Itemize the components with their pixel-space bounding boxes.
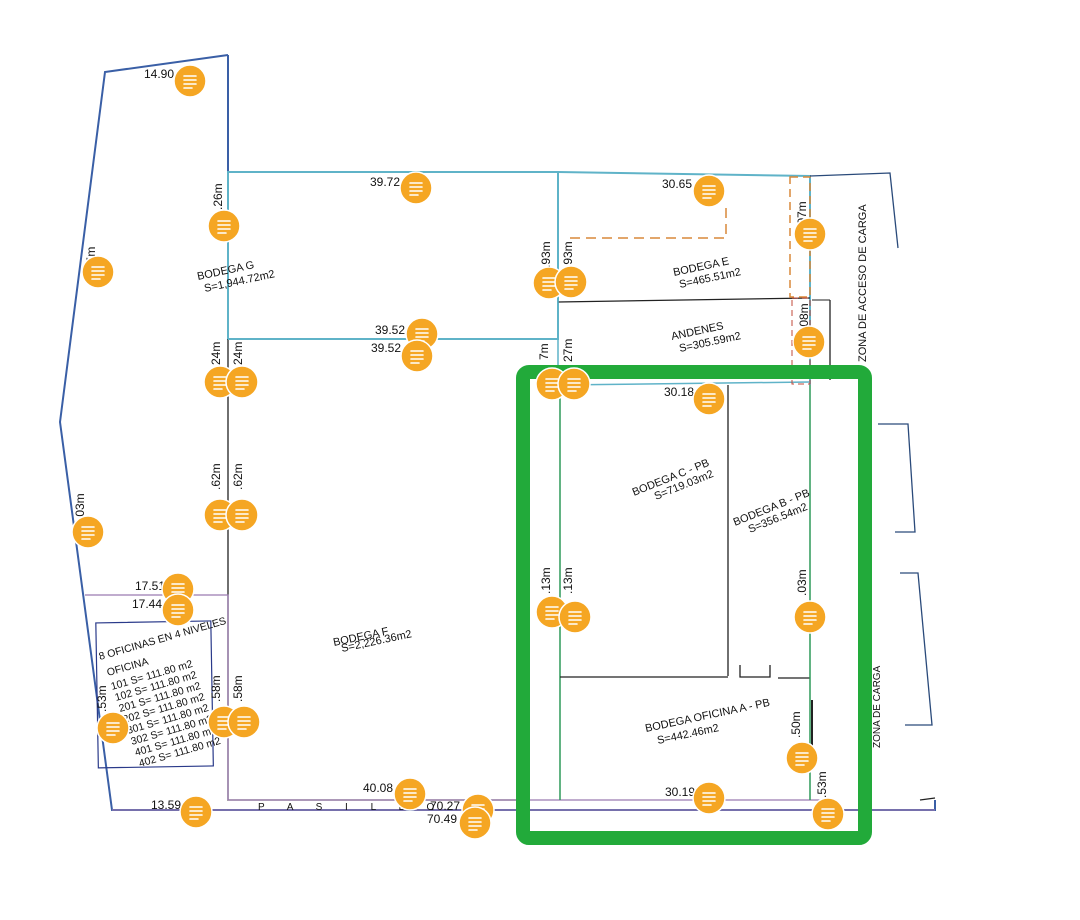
comment-note-icon[interactable] (207, 209, 241, 243)
comment-note-icon[interactable] (161, 593, 195, 627)
comment-note-icon[interactable] (692, 781, 726, 815)
comment-note-icon[interactable] (793, 600, 827, 634)
comment-note-icon[interactable] (792, 325, 826, 359)
dim-ofi-top2: 17.44 (132, 597, 162, 611)
dim-mid-b: .93m (561, 241, 575, 268)
dim-f-side-a: .62m (209, 463, 223, 490)
dim-ofi-top: 17.51 (135, 579, 165, 593)
dim-c-left-b: .13m (561, 567, 575, 594)
comment-note-icon[interactable] (393, 777, 427, 811)
comment-note-icon[interactable] (785, 741, 819, 775)
dim-f-side-b: .62m (231, 463, 245, 490)
comment-note-icon[interactable] (179, 795, 213, 829)
dim-g-top: 39.72 (370, 175, 400, 189)
dim-top-left: 14.90 (144, 67, 174, 81)
comment-note-icon[interactable] (225, 498, 259, 532)
dim-pasillo-a: 70.27 (430, 799, 460, 813)
comment-note-icon[interactable] (692, 382, 726, 416)
dim-g-bottom: 39.52 (375, 323, 405, 337)
bodega-f-outline (227, 339, 520, 801)
carga-bracket-1 (878, 423, 916, 533)
bodega-a-notch (739, 665, 771, 678)
dim-pasillo-b: 70.49 (427, 812, 457, 826)
comment-note-icon[interactable] (96, 711, 130, 745)
dim-mid-a: .93m (539, 241, 553, 268)
dim-col-b: 24m (231, 342, 245, 365)
dim-col-c: 7m (537, 343, 551, 360)
carga-bracket-2 (900, 572, 933, 726)
label-pasillo: P A S I L L O (258, 802, 444, 813)
site-boundary (58, 54, 936, 811)
dim-e-top: 30.65 (662, 177, 692, 191)
bodega-e-divider (557, 297, 811, 303)
dim-ofi-left: .53m (95, 685, 109, 712)
comment-note-icon[interactable] (793, 217, 827, 251)
comment-note-icon[interactable] (692, 174, 726, 208)
dim-ofi-bottom: 13.59 (151, 798, 181, 812)
dim-left-lower: .03m (73, 493, 87, 520)
comment-note-icon[interactable] (81, 255, 115, 289)
comment-note-icon[interactable] (71, 515, 105, 549)
dim-f-top: 39.52 (371, 341, 401, 355)
comment-note-icon[interactable] (400, 339, 434, 373)
orange-dashed-line (570, 208, 727, 239)
carga-tick-c (919, 797, 936, 801)
dim-a-bottom: 30.19 (665, 785, 695, 799)
dim-andenes-right: .08m (797, 303, 811, 330)
dim-f-low-a: .58m (209, 675, 223, 702)
dim-corner: .53m (815, 771, 829, 798)
dim-f-bottom: 40.08 (363, 781, 393, 795)
comment-note-icon[interactable] (554, 265, 588, 299)
comment-note-icon[interactable] (811, 797, 845, 831)
dim-b-right: .03m (795, 569, 809, 596)
dim-c-left-a: .13m (539, 567, 553, 594)
comment-note-icon[interactable] (227, 705, 261, 739)
dim-col-d: 27m (561, 339, 575, 362)
dim-a-right: .50m (789, 711, 803, 738)
dim-c-top: 30.18 (664, 385, 694, 399)
dim-col-a: 24m (209, 342, 223, 365)
comment-note-icon[interactable] (458, 806, 492, 840)
comment-note-icon[interactable] (557, 367, 591, 401)
label-carga-zone-2: ZONA DE CARGA (872, 665, 883, 748)
carga-zone-edge (809, 172, 899, 249)
highlight-frame (516, 365, 872, 845)
dim-f-low-b: .58m (231, 675, 245, 702)
dim-g-side: .26m (211, 183, 225, 210)
offices-table-box (95, 620, 214, 769)
comment-note-icon[interactable] (173, 64, 207, 98)
label-carga-zone: ZONA DE ACCESO DE CARGA (857, 204, 869, 362)
comment-note-icon[interactable] (225, 365, 259, 399)
comment-note-icon[interactable] (399, 171, 433, 205)
andenes-bottom (557, 381, 811, 386)
bodega-g-outline (227, 171, 559, 340)
comment-note-icon[interactable] (558, 600, 592, 634)
